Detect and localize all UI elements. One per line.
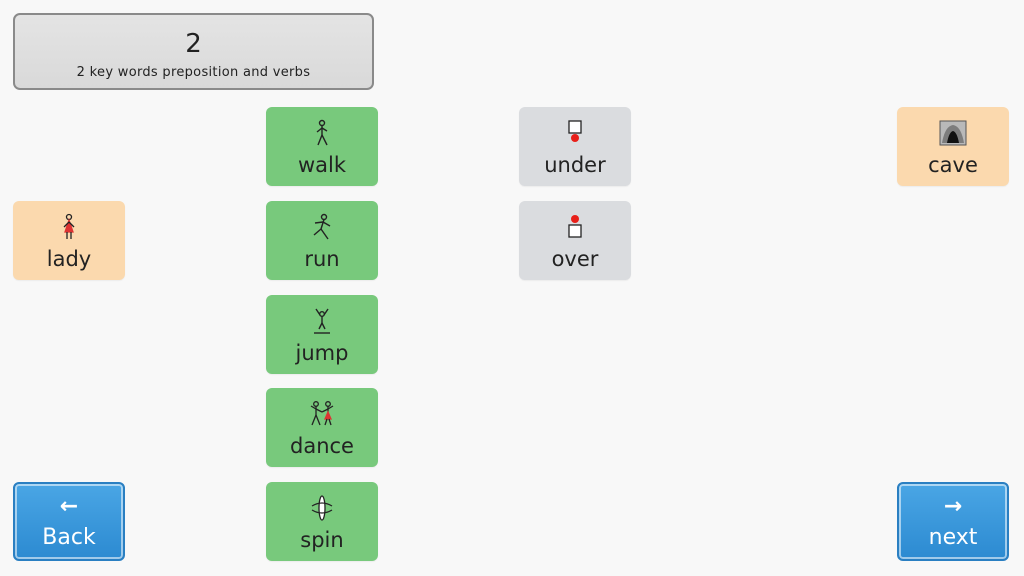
cave-icon [939, 119, 967, 147]
verb-label: run [304, 247, 340, 271]
next-button[interactable]: → next [897, 482, 1009, 561]
arrow-right-icon: → [943, 494, 963, 519]
preposition-label: over [551, 247, 599, 271]
verb-tile-walk[interactable]: walk [266, 107, 378, 186]
under-icon [561, 119, 589, 147]
over-icon [561, 213, 589, 241]
preposition-tile-under[interactable]: under [519, 107, 631, 186]
noun-label: lady [46, 247, 92, 271]
verb-label: walk [297, 153, 347, 177]
preposition-tile-over[interactable]: over [519, 201, 631, 280]
page-title-box: 2 2 key words preposition and verbs [13, 13, 374, 90]
arrow-left-icon: ← [59, 494, 79, 519]
verb-tile-dance[interactable]: dance [266, 388, 378, 467]
verb-label: spin [300, 528, 344, 552]
lady-icon [55, 213, 83, 241]
verb-tile-run[interactable]: run [266, 201, 378, 280]
preposition-label: under [544, 153, 606, 177]
back-button[interactable]: ← Back [13, 482, 125, 561]
page-number: 2 [185, 29, 202, 59]
noun-tile-lady[interactable]: lady [13, 201, 125, 280]
jump-icon [308, 307, 336, 335]
next-label: next [928, 525, 978, 550]
verb-label: jump [295, 341, 349, 365]
back-label: Back [42, 525, 96, 550]
noun-tile-cave[interactable]: cave [897, 107, 1009, 186]
run-icon [308, 213, 336, 241]
verb-tile-spin[interactable]: spin [266, 482, 378, 561]
page-subtitle: 2 key words preposition and verbs [76, 65, 311, 80]
spin-icon [308, 494, 336, 522]
noun-label: cave [928, 153, 978, 177]
verb-tile-jump[interactable]: jump [266, 295, 378, 374]
walk-icon [308, 119, 336, 147]
dance-icon [308, 400, 336, 428]
verb-label: dance [290, 434, 354, 458]
